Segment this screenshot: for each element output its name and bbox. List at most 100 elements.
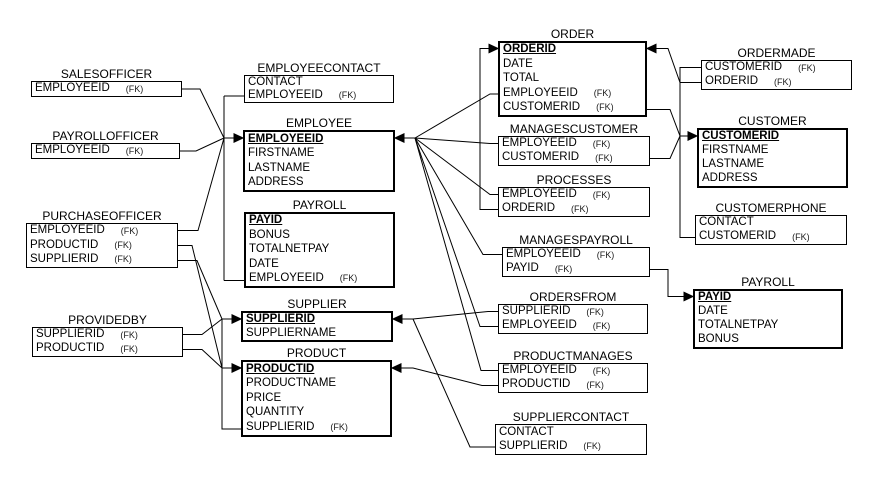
entity-box[interactable]: EMPLOYEEID(FK)PRODUCTID(FK)SUPPLIERID(FK… — [26, 223, 178, 268]
attribute-row: TOTALNETPAY — [695, 319, 841, 333]
attribute: PRODUCTID — [30, 238, 99, 251]
attribute-row: CUSTOMERID(FK) — [696, 230, 846, 244]
fk-label: (FK) — [338, 90, 357, 100]
attribute: FIRSTNAME — [702, 144, 769, 157]
attribute: SUPPLIERID — [246, 420, 315, 433]
connector-employee-managespayroll — [414, 137, 502, 255]
entity-title: PROVIDEDBY — [68, 313, 147, 327]
attribute-row: EMPLOYEEID(FK) — [245, 89, 393, 102]
attribute: PAYID — [506, 262, 539, 275]
entity-title: SUPPLIERCONTACT — [512, 410, 630, 424]
attribute-row: SUPPLIERID(FK) — [33, 328, 182, 342]
fk-label: (FK) — [792, 231, 810, 242]
arrowhead-order-right — [645, 43, 657, 54]
attribute: CONTACT — [499, 425, 554, 438]
connector-managespayroll-payroll — [650, 269, 686, 297]
attribute-row: EMPLOYEEID(FK) — [499, 319, 647, 333]
pk-attribute: PAYID — [249, 214, 283, 227]
entity-title: MANAGESCUSTOMER — [509, 122, 639, 136]
attribute: CUSTOMERID — [705, 61, 783, 74]
entity-box[interactable]: SUPPLIERID(FK)PRODUCTID(FK) — [32, 327, 183, 357]
fk-label: (FK) — [592, 365, 611, 376]
connector-employee-order — [414, 93, 498, 139]
entity-title: CUSTOMER — [738, 114, 807, 128]
attribute-row: DATE — [500, 57, 645, 71]
attribute: QUANTITY — [246, 406, 305, 419]
fk-label: (FK) — [586, 306, 604, 317]
attribute-row: EMPLOYEEID — [245, 132, 393, 147]
attribute-row: EMPLOYEEID(FK) — [32, 82, 181, 96]
entity-title: EMPLOYEECONTACT — [257, 61, 381, 75]
arrowhead-supplier-left — [231, 314, 243, 324]
arrowhead-payroll-right-left — [683, 291, 695, 302]
attribute: SUPPLIERID — [502, 305, 571, 318]
attribute: EMPLOYEEID — [35, 82, 110, 95]
arrowhead-customer-left — [687, 131, 699, 141]
fk-label: (FK) — [583, 441, 601, 452]
attribute: SUPPLIERID — [36, 328, 105, 341]
fk-label: (FK) — [592, 138, 611, 149]
connector-purchaseofficer-employee — [178, 137, 225, 231]
attribute-row: SUPPLIERID — [243, 313, 391, 327]
attribute-row: FIRSTNAME — [699, 144, 846, 158]
fk-label: (FK) — [596, 102, 614, 113]
attribute: SUPPLIERNAME — [246, 326, 337, 339]
entity-box[interactable]: EMPLOYEEID(FK) — [31, 143, 180, 159]
entity-box[interactable]: EMPLOYEEID(FK) — [31, 81, 182, 97]
entity-title: CUSTOMERPHONE — [715, 201, 827, 215]
attribute: DATE — [249, 257, 279, 270]
entity-box[interactable]: EMPLOYEEID(FK)PAYID(FK) — [502, 247, 650, 277]
entity-title: SUPPLIER — [287, 297, 347, 311]
attribute: EMPLOYEEID — [502, 137, 577, 150]
arrowhead-employee-right — [393, 133, 405, 143]
attribute-row: DATE — [246, 257, 393, 271]
attribute-row: CUSTOMERID(FK) — [702, 61, 851, 75]
fk-label: (FK) — [120, 225, 139, 236]
attribute-row: CUSTOMERID(FK) — [500, 101, 645, 115]
fk-label: (FK) — [114, 254, 132, 265]
attribute: EMPLOYEEID — [503, 86, 578, 99]
entity-box[interactable]: EMPLOYEEID(FK)CUSTOMERID(FK) — [498, 136, 650, 166]
entity-title: PURCHASEOFFICER — [42, 209, 162, 223]
fk-label: (FK) — [774, 76, 792, 87]
entity-title: ORDER — [550, 27, 595, 41]
fk-label: (FK) — [339, 273, 358, 284]
attribute: ADDRESS — [702, 172, 758, 185]
fk-label: (FK) — [592, 320, 611, 331]
entity-box[interactable]: CUSTOMERID(FK)ORDERID(FK) — [701, 60, 852, 90]
attribute-row: BONUS — [246, 228, 393, 242]
entity-box[interactable]: EMPLOYEEID(FK)ORDERID(FK) — [498, 187, 650, 217]
attribute-row: CONTACT — [496, 425, 646, 440]
entity-title: PAYROLL — [741, 275, 795, 289]
connector-employee-ordersfrom — [414, 137, 498, 327]
arrowhead-order-left — [488, 43, 500, 54]
entity-box[interactable]: EMPLOYEEID(FK)PRODUCTID(FK) — [498, 363, 648, 393]
entity-box[interactable]: SUPPLIERID(FK)EMPLOYEEID(FK) — [498, 304, 648, 334]
connector-ordermade-order — [655, 48, 701, 83]
attribute: EMPLOYEEID — [35, 144, 110, 157]
connector-managescustomer-customer — [650, 135, 681, 159]
entity-title: SALESOFFICER — [60, 67, 153, 81]
attribute-row: CONTACT — [245, 76, 393, 89]
connector-customer-vertical — [679, 67, 701, 238]
fk-label: (FK) — [554, 263, 573, 274]
attribute-row: ADDRESS — [699, 172, 846, 186]
attribute-row: ORDERID(FK) — [499, 202, 649, 216]
